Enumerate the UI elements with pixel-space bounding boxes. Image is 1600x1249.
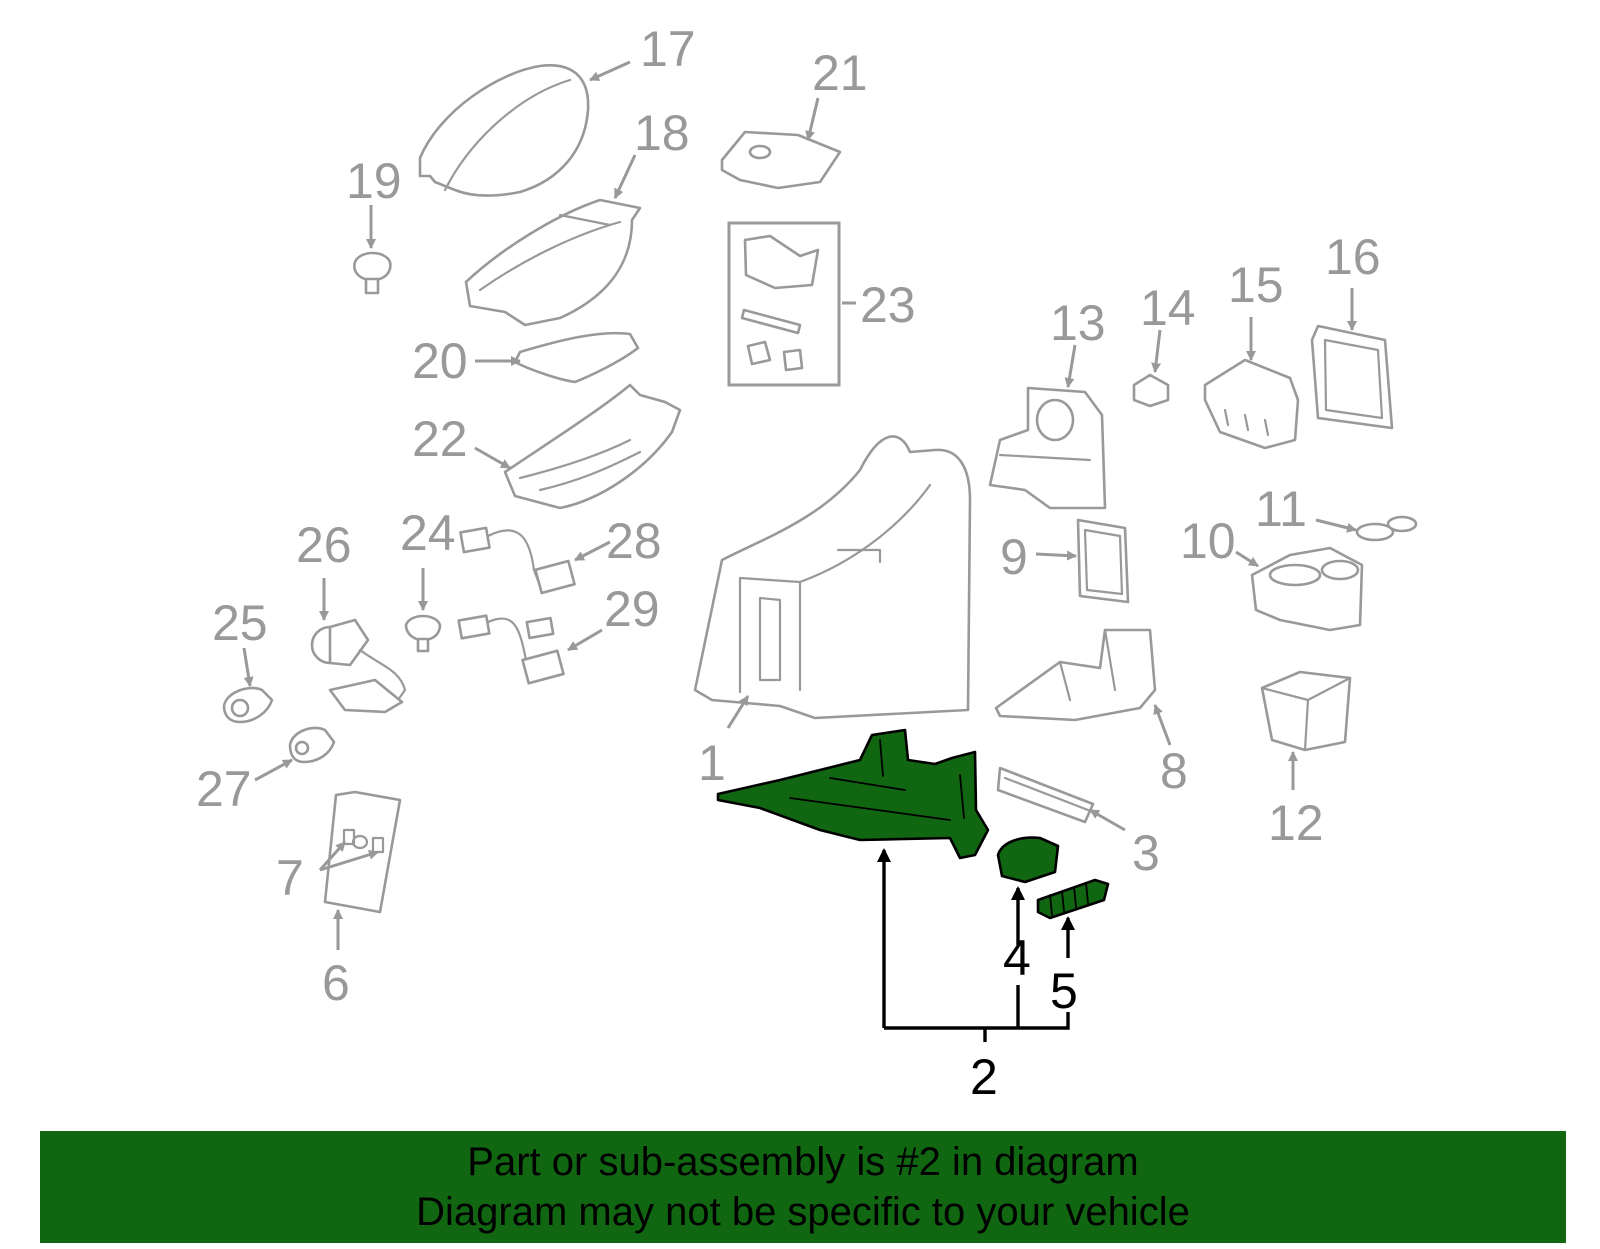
callout-27: 27 bbox=[196, 761, 252, 817]
part-27-plug bbox=[288, 726, 336, 764]
part-9-plate bbox=[1076, 518, 1130, 604]
part-16-frame bbox=[1310, 324, 1394, 430]
part-6-bezel bbox=[323, 790, 402, 914]
part-2-console-base bbox=[716, 728, 990, 860]
banner-line-2: Diagram may not be specific to your vehi… bbox=[416, 1190, 1190, 1234]
callout-4: 4 bbox=[1003, 930, 1031, 986]
callout-25: 25 bbox=[212, 595, 268, 651]
callout-16: 16 bbox=[1325, 229, 1381, 285]
callout-14: 14 bbox=[1140, 280, 1196, 336]
part-14-clip bbox=[1132, 373, 1170, 408]
callout-21: 21 bbox=[812, 45, 868, 101]
part-13-panel bbox=[988, 386, 1107, 510]
part-18-armrest-base bbox=[464, 198, 642, 327]
part-12-bin bbox=[1260, 670, 1352, 752]
part-29-harness bbox=[457, 614, 565, 685]
part-8-bracket bbox=[994, 628, 1157, 722]
callout-12: 12 bbox=[1268, 795, 1324, 851]
part-1-console bbox=[693, 435, 972, 720]
callout-19: 19 bbox=[346, 153, 402, 209]
banner-line-1: Part or sub-assembly is #2 in diagram bbox=[467, 1140, 1139, 1184]
callout-9: 9 bbox=[1000, 529, 1028, 585]
callout-18: 18 bbox=[634, 105, 690, 161]
part-5-spring bbox=[1036, 878, 1110, 920]
callout-8: 8 bbox=[1160, 743, 1188, 799]
part-21-insert bbox=[720, 130, 842, 190]
callout-26: 26 bbox=[296, 517, 352, 573]
part-10-cupholder bbox=[1250, 546, 1364, 632]
callout-5: 5 bbox=[1050, 963, 1078, 1019]
callout-20: 20 bbox=[412, 333, 468, 389]
callout-13: 13 bbox=[1050, 295, 1106, 351]
part-4-pocket bbox=[996, 836, 1060, 884]
part-11-insert bbox=[1355, 515, 1418, 542]
info-banner: Part or sub-assembly is #2 in diagram Di… bbox=[40, 1131, 1566, 1243]
part-23-kit bbox=[727, 221, 841, 387]
callout-2-bracket bbox=[877, 848, 1070, 1042]
callout-2: 2 bbox=[970, 1049, 998, 1105]
part-25-plug bbox=[222, 686, 274, 724]
part-24-clip bbox=[404, 614, 442, 653]
part-22-tray bbox=[503, 383, 682, 510]
callout-15: 15 bbox=[1228, 257, 1284, 313]
callout-24: 24 bbox=[400, 505, 456, 561]
callout-11: 11 bbox=[1255, 481, 1307, 537]
parts-diagram: 17 18 19 20 22 21 23 bbox=[196, 21, 1418, 1105]
callout-23: 23 bbox=[860, 277, 916, 333]
part-20-pad bbox=[513, 331, 640, 384]
callout-6: 6 bbox=[322, 955, 350, 1011]
callout-1: 1 bbox=[698, 735, 726, 791]
callout-17: 17 bbox=[640, 21, 696, 77]
part-15-cup bbox=[1203, 358, 1300, 450]
callout-7: 7 bbox=[276, 850, 304, 906]
part-17-armrest-lid bbox=[418, 64, 590, 197]
callout-22: 22 bbox=[412, 411, 468, 467]
callout-10: 10 bbox=[1180, 513, 1236, 569]
callout-28: 28 bbox=[606, 513, 662, 569]
callout-3: 3 bbox=[1132, 825, 1160, 881]
part-26-socket bbox=[310, 618, 407, 714]
part-19-clip bbox=[353, 251, 392, 295]
callout-29: 29 bbox=[604, 581, 660, 637]
part-28-harness bbox=[459, 526, 576, 595]
part-3-strip bbox=[996, 766, 1095, 824]
